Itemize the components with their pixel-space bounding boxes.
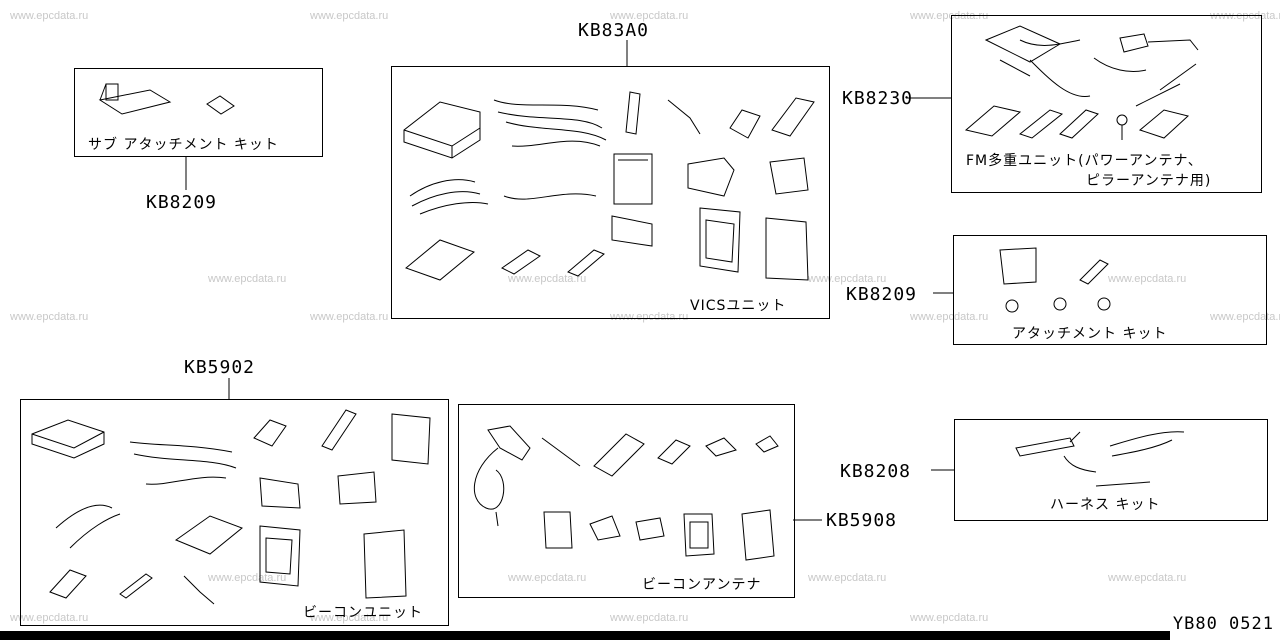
sub-attach-parts [98, 83, 235, 115]
watermark: www.epcdata.ru [10, 311, 89, 323]
watermark: www.epcdata.ru [10, 612, 89, 624]
watermark: www.epcdata.ru [808, 273, 887, 285]
fm-unit-code[interactable]: KB8230 [842, 88, 914, 109]
watermark: www.epcdata.ru [1210, 311, 1280, 323]
vics-unit-code[interactable]: KB83A0 [578, 20, 650, 41]
fm-unit-box [951, 15, 1262, 193]
watermark: www.epcdata.ru [610, 612, 689, 624]
beacon-unit-code[interactable]: KB5902 [184, 357, 256, 378]
watermark: www.epcdata.ru [310, 612, 389, 624]
watermark: www.epcdata.ru [1210, 10, 1280, 22]
vics-unit-caption: VICSユニット [690, 298, 787, 314]
attach-kit-box [953, 235, 1267, 345]
beacon-unit-parts [31, 409, 431, 605]
attach-kit-caption: アタッチメント キット [1012, 326, 1168, 342]
diagram-reference: YB80 0521 [1172, 614, 1274, 634]
watermark: www.epcdata.ru [910, 612, 989, 624]
sub-attach-kit-box [74, 68, 323, 157]
watermark: www.epcdata.ru [508, 572, 587, 584]
fm-unit-caption-line1: FM多重ユニット(パワーアンテナ、 [966, 153, 1203, 169]
watermark: www.epcdata.ru [10, 10, 89, 22]
watermark: www.epcdata.ru [910, 311, 989, 323]
watermark: www.epcdata.ru [808, 572, 887, 584]
watermark: www.epcdata.ru [310, 311, 389, 323]
watermark: www.epcdata.ru [1108, 273, 1187, 285]
beacon-antenna-box [458, 404, 795, 598]
beacon-antenna-code[interactable]: KB5908 [826, 510, 898, 531]
watermark: www.epcdata.ru [208, 572, 287, 584]
beacon-antenna-parts [473, 425, 779, 561]
footer-bar [0, 631, 1170, 640]
watermark: www.epcdata.ru [508, 273, 587, 285]
vics-parts [403, 91, 815, 281]
watermark: www.epcdata.ru [610, 311, 689, 323]
attach-parts [999, 247, 1111, 313]
vics-unit-box [391, 66, 830, 319]
sub-attach-kit-code[interactable]: KB8209 [146, 192, 218, 213]
harness-kit-caption: ハーネス キット [1050, 497, 1161, 513]
harness-kit-code[interactable]: KB8208 [840, 461, 912, 482]
attach-kit-code[interactable]: KB8209 [846, 284, 918, 305]
harness-parts [1015, 431, 1185, 487]
watermark: www.epcdata.ru [208, 273, 287, 285]
beacon-unit-caption: ビーコンユニット [303, 605, 423, 621]
watermark: www.epcdata.ru [910, 10, 989, 22]
watermark: www.epcdata.ru [1108, 572, 1187, 584]
beacon-antenna-caption: ビーコンアンテナ [642, 577, 762, 593]
beacon-unit-box [20, 399, 449, 626]
watermark: www.epcdata.ru [310, 10, 389, 22]
harness-kit-box [954, 419, 1268, 521]
watermark: www.epcdata.ru [610, 10, 689, 22]
fm-unit-caption-line2: ピラーアンテナ用) [1086, 173, 1212, 189]
fm-parts [964, 25, 1199, 140]
sub-attach-kit-caption: サブ アタッチメント キット [88, 137, 279, 153]
